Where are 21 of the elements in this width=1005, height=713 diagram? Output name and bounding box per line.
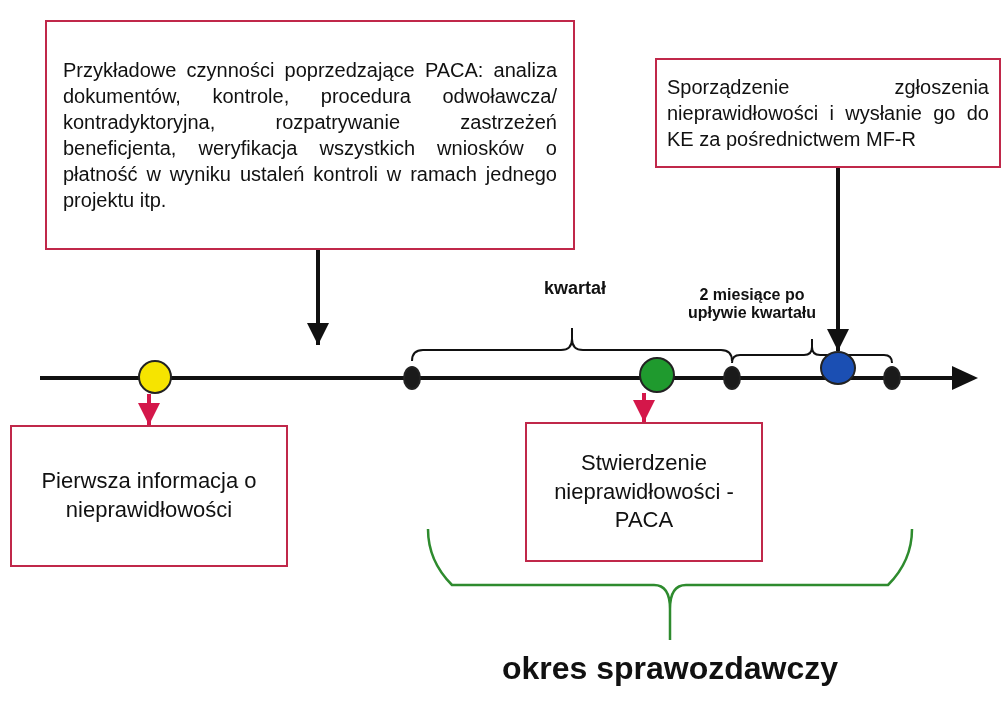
text-box	[525, 422, 763, 562]
box-text: Przykładowe czynności poprzedzające PACA: analiza dokumentów, kontrole, procedura odwoławcza/ kontradyktoryjna, rozpatrywanie zastrzeżeń beneficjenta, weryfikacja wszystkich wniosków o płatność w wyniku ustaleń kontroli w ramach jednego projektu itp.	[63, 58, 557, 213]
bracket-label: okres sprawozdawczy	[500, 650, 840, 687]
arrow	[633, 393, 655, 422]
box-text: Pierwsza informacja o nieprawidłowości	[40, 467, 258, 524]
bracket-label: kwartał	[542, 278, 607, 299]
timeline-marker	[723, 366, 741, 390]
box-text: Stwierdzenie nieprawidłowości - PACA	[553, 449, 735, 535]
bracket-label: 2 miesiące po upływie kwartału	[686, 286, 817, 322]
timeline-marker	[883, 366, 901, 390]
timeline-marker	[639, 357, 675, 393]
text-box	[10, 425, 288, 567]
timeline-marker	[403, 366, 421, 390]
box-text: Sporządzenie zgłoszenia nieprawidłowości i wysłanie go do KE za pośrednictwem MF-R	[667, 75, 989, 152]
arrow	[138, 394, 160, 425]
text-box	[655, 58, 1001, 168]
arrow	[827, 168, 849, 351]
text-box	[45, 20, 575, 250]
timeline-marker	[138, 360, 172, 394]
arrow	[307, 250, 329, 345]
timeline-marker	[820, 351, 856, 385]
